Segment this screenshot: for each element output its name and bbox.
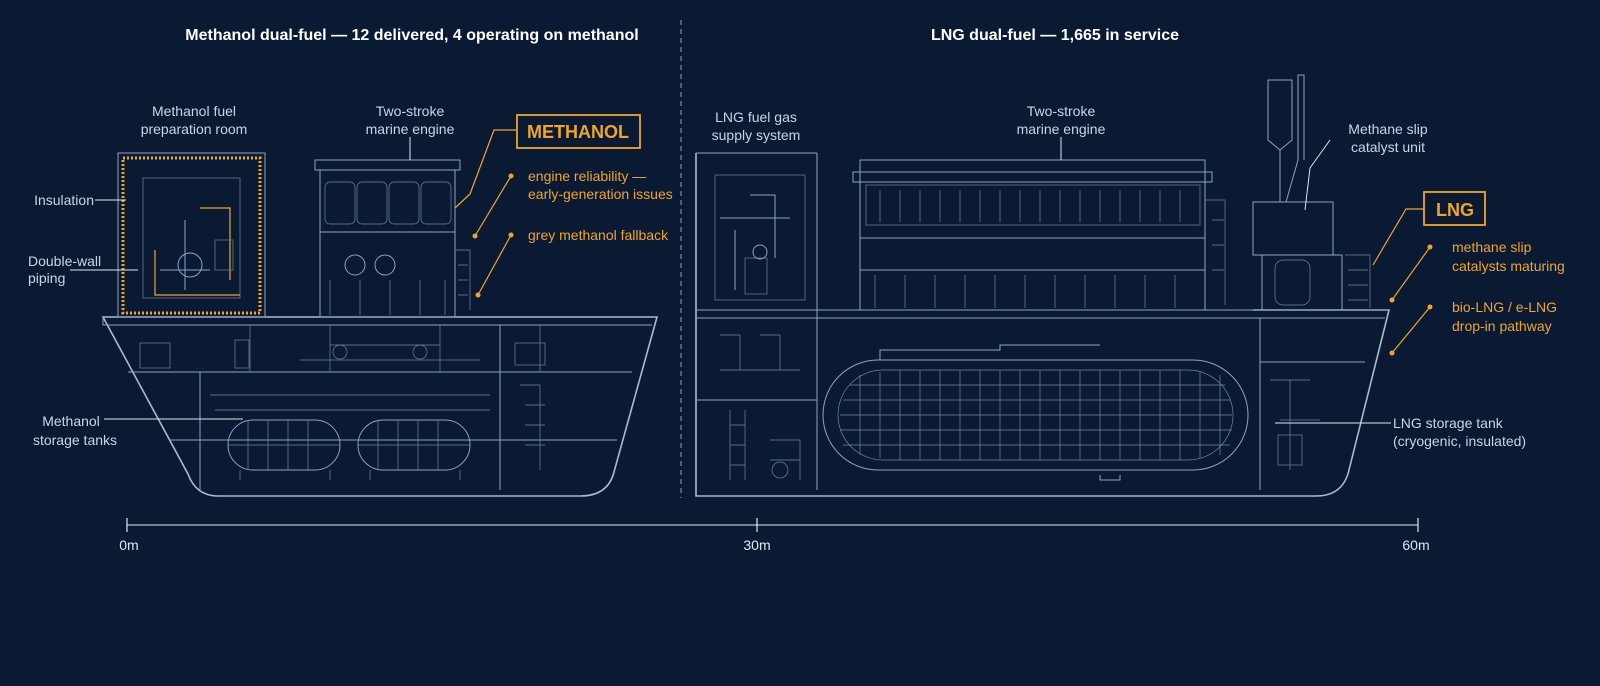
catalyst-unit — [1252, 201, 1334, 256]
lng-storage-tank — [822, 359, 1249, 471]
insulation-layer — [121, 156, 262, 315]
insulation-label: Insulation — [34, 192, 94, 208]
methanol-title: Methanol dual-fuel — 12 delivered, 4 ope… — [185, 27, 638, 44]
lng-badge-leader — [1372, 208, 1424, 266]
bio-leader — [1391, 306, 1431, 354]
tanks-label-1: Methanol — [42, 413, 100, 429]
lng-tank-label-1: LNG storage tank — [1393, 415, 1504, 431]
methanol-engine-label-2: marine engine — [366, 121, 455, 137]
lng-engine — [859, 159, 1206, 311]
lng-engine-label-1: Two-stroke — [1027, 103, 1096, 119]
methanol-badge: METHANOL — [527, 122, 629, 142]
lng-ship: LNG fuel gas supply system Two-stroke ma… — [695, 74, 1565, 497]
tanks-label-2: storage tanks — [33, 432, 117, 448]
scale-bar: 0m 30m 60m — [119, 518, 1430, 553]
slip-note-2: catalysts maturing — [1452, 258, 1565, 274]
catalyst-label-1: Methane slip — [1348, 121, 1428, 137]
scale-label-30: 30m — [743, 537, 770, 553]
lng-tank-label-2: (cryogenic, insulated) — [1393, 433, 1526, 449]
methanol-prep-room — [117, 152, 266, 318]
methanol-hull — [101, 316, 659, 497]
methanol-badge-leader — [454, 129, 516, 209]
lng-hull — [695, 153, 1391, 497]
catalyst-label-2: catalyst unit — [1351, 139, 1425, 155]
lng-badge: LNG — [1436, 200, 1474, 220]
prep-room-label-2: preparation room — [141, 121, 248, 137]
methanol-engine — [319, 169, 456, 318]
bio-note-2: drop-in pathway — [1452, 318, 1552, 334]
prep-room-label-1: Methanol fuel — [152, 103, 236, 119]
scale-label-60: 60m — [1402, 537, 1429, 553]
fallback-note: grey methanol fallback — [528, 227, 669, 243]
slip-leader — [1391, 246, 1431, 301]
reliability-note-1: engine reliability — — [528, 168, 646, 184]
piping-label-1: Double-wall — [28, 253, 101, 269]
lng-engine-label-2: marine engine — [1017, 121, 1106, 137]
methanol-badge-box — [516, 114, 641, 149]
piping-label-2: piping — [28, 270, 65, 286]
scale-label-0: 0m — [119, 537, 138, 553]
fuel-gas-label-2: supply system — [712, 127, 801, 143]
reliability-note-2: early-generation issues — [528, 186, 673, 202]
bio-note-1: bio-LNG / e-LNG — [1452, 299, 1557, 315]
methanol-engine-label-1: Two-stroke — [376, 103, 445, 119]
reliability-leader — [474, 175, 512, 237]
slip-note-1: methane slip — [1452, 239, 1532, 255]
methanol-ship: Methanol fuel preparation room Two-strok… — [28, 103, 673, 497]
fallback-leader — [477, 234, 512, 296]
fuel-gas-label-1: LNG fuel gas — [715, 109, 797, 125]
lng-title: LNG dual-fuel — 1,665 in service — [931, 27, 1179, 44]
catalyst-leader — [1304, 139, 1331, 211]
